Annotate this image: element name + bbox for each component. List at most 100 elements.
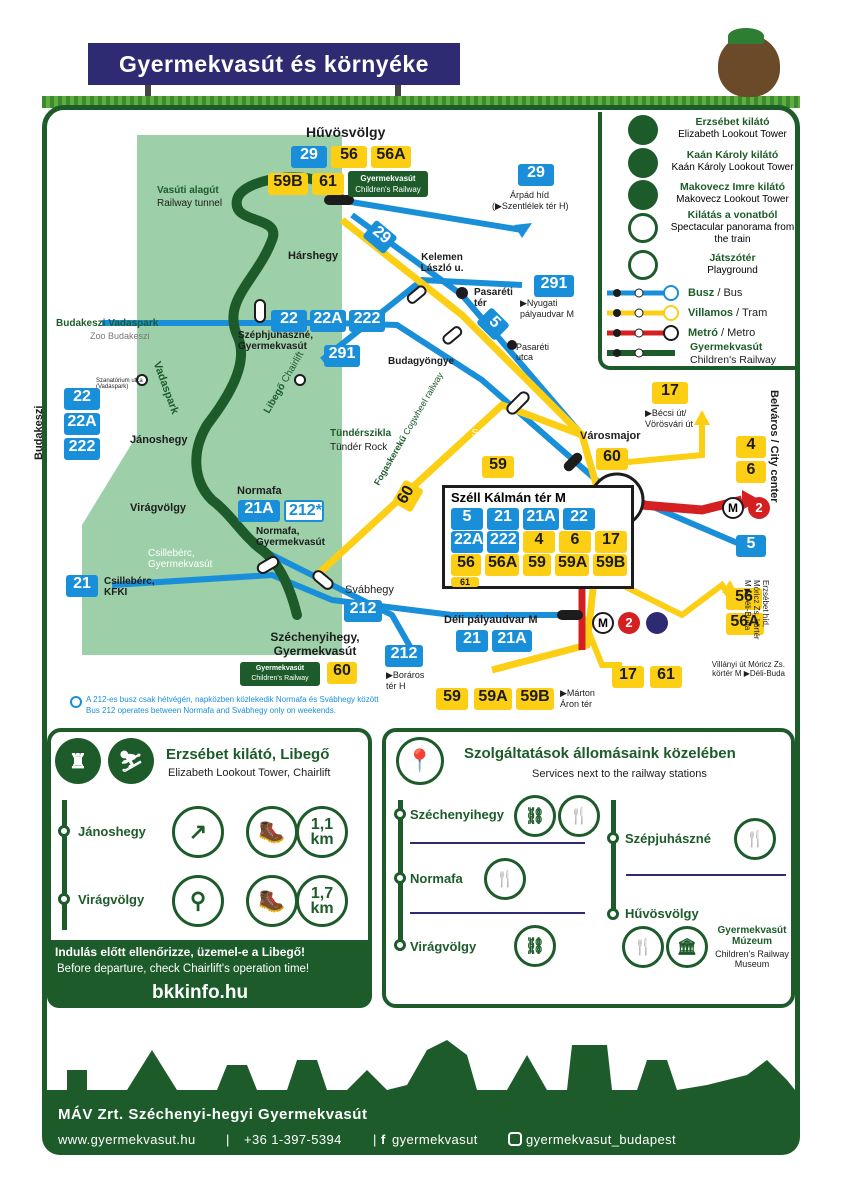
- panel-viragvolgy: Virágvölgy: [78, 892, 145, 907]
- footer: [42, 1100, 800, 1155]
- cogwheel-line: [314, 400, 584, 578]
- route-badge: 29: [518, 164, 554, 186]
- station-dot: [394, 939, 406, 951]
- route-badge: 212: [344, 600, 382, 622]
- route-badge: 4: [736, 436, 766, 458]
- page-title: Gyermekvasút és környéke: [88, 43, 460, 85]
- label-szent-janos: Szent János kórház: [471, 428, 527, 450]
- bkkinfo-link[interactable]: bkkinfo.hu: [152, 982, 249, 1003]
- bus-line-21: [111, 571, 562, 618]
- services-szepjuhaszne: Szépjuhászné: [625, 831, 711, 846]
- station-dot: [394, 808, 406, 820]
- tram-line-yellow: [339, 217, 606, 674]
- station-normafa: Normafa: [237, 485, 282, 497]
- label-tunder-rock: Tündér Rock: [330, 442, 388, 453]
- label-villanyi: Villányi út Móricz Zs. körtér M ▶Déli-Bu…: [711, 660, 785, 678]
- route-badge: 21: [456, 630, 488, 652]
- warning-banner: [47, 940, 372, 1008]
- station-huvosvolgy: Hűvösvölgy: [306, 124, 386, 140]
- legend-panel: [598, 112, 796, 370]
- station-marker: [256, 556, 280, 574]
- station-svabhegy: Svábhegy: [345, 584, 394, 596]
- makovecz-tower-icon: [628, 180, 658, 210]
- tram-line-yellow-4: [579, 613, 622, 668]
- label-szentlelek: (▶Szentlélek tér H): [492, 201, 569, 211]
- mascot-hat-icon: [728, 28, 764, 44]
- legend-childrens-railway: Gyermekvasút: [690, 341, 763, 353]
- panel-janoshegy: Jánoshegy: [78, 824, 146, 839]
- panel-right-title: Szolgáltatások állomásaink közelében: [464, 745, 736, 762]
- route-map: [82, 135, 760, 674]
- sign-post: [145, 85, 151, 103]
- route-badge: 59B: [268, 173, 308, 195]
- erzsebet-tower-icon: [628, 115, 658, 145]
- route-badge: 22: [563, 508, 595, 530]
- panorama-icon: [628, 213, 658, 243]
- route-badge: 56: [726, 588, 762, 610]
- route-badge: 21A: [238, 500, 280, 522]
- note-212-en: Bus 212 operates between Normafa and Svá…: [86, 706, 336, 715]
- station-dot: [394, 872, 406, 884]
- footer-website-link[interactable]: www.gyermekvasut.hu: [58, 1132, 196, 1147]
- hiker-icon: 🥾: [246, 806, 298, 858]
- route-badge: 21A: [523, 508, 559, 530]
- panel-right-subtitle: Services next to the railway stations: [532, 768, 707, 780]
- footer-instagram-link[interactable]: gyermekvasut_budapest: [526, 1132, 677, 1147]
- legend-metro: Metró / Metro: [688, 327, 756, 339]
- station-dot: [607, 908, 619, 920]
- playground-icon: ⛓: [514, 925, 556, 967]
- divider: [410, 912, 585, 914]
- station-dot: [58, 825, 70, 837]
- route-badge: 222: [64, 438, 100, 460]
- divider: [410, 842, 585, 844]
- services-huvosvolgy: Hűvösvölgy: [625, 906, 699, 921]
- route-badge: 59B: [593, 554, 627, 576]
- facebook-icon: f: [381, 1132, 386, 1147]
- station-marker: [563, 452, 583, 472]
- route-badge: 60: [327, 662, 357, 684]
- route-badge: 5: [736, 535, 766, 557]
- station-dot: [58, 893, 70, 905]
- station-varosmajor: Városmajor: [580, 430, 641, 442]
- route-badge: 17: [595, 531, 627, 553]
- station-szepjuhaszne: Széphjuhászné, Gyermekvasút: [238, 330, 314, 352]
- szell-kalman-box: Széll Kálmán tér M 5 21 21A 22 22A 222 4…: [442, 485, 634, 589]
- route-badge: 212: [385, 645, 423, 667]
- footer-org: MÁV Zrt. Széchenyi-hegyi Gyermekvasút: [58, 1106, 368, 1123]
- route-badge: 212*: [284, 500, 324, 522]
- route-badge: 29: [291, 146, 327, 168]
- arrow-icon: [694, 410, 710, 425]
- station-kelemen: Kelemen László u.: [420, 252, 464, 274]
- station-szell-kalman: Széll Kálmán tér M: [451, 490, 566, 505]
- restaurant-icon: 🍴: [734, 818, 776, 860]
- footer-facebook-link[interactable]: gyermekvasut: [392, 1132, 478, 1147]
- station-csilleberc-kfki: Csillebérc, KFKI: [104, 576, 155, 598]
- label-nyugati: ▶Nyugati pályaudvar M: [520, 298, 575, 319]
- footer-phone-link[interactable]: +36 1-397-5394: [244, 1132, 342, 1147]
- label-tunderszikla: Tündérszikla: [330, 428, 392, 439]
- label-budakeszi-vadaspark: Budakeszi Vadaspark: [56, 318, 159, 329]
- station-marker: [324, 195, 354, 205]
- route-badge: 22: [271, 310, 307, 332]
- route-badge: 21: [487, 508, 519, 530]
- railway-line-segment: [62, 800, 67, 930]
- route-badge: 21: [66, 575, 98, 597]
- kaan-tower-icon: [628, 148, 658, 178]
- route-badge: 17: [652, 382, 688, 404]
- services-museum: Gyermekvasút Múzeum: [717, 925, 787, 947]
- route-badge: 22A: [451, 531, 483, 553]
- label-belvaros: Belváros / City center: [768, 390, 780, 503]
- station-pasareti-utca: Pasaréti utca: [516, 342, 550, 362]
- warning-hu: Indulás előtt ellenőrizze, üzemel-e a Li…: [55, 945, 306, 959]
- metro-line-2-badge: 2: [618, 612, 640, 634]
- playground-icon: [628, 250, 658, 280]
- route-badge: 56A: [371, 146, 411, 168]
- route-badge: 291: [534, 275, 574, 297]
- station-janoshegy: Jánoshegy: [130, 434, 188, 446]
- hedgehog-mascot-icon: [718, 35, 780, 97]
- legend-line-samples: [607, 285, 679, 358]
- station-dot: [607, 832, 619, 844]
